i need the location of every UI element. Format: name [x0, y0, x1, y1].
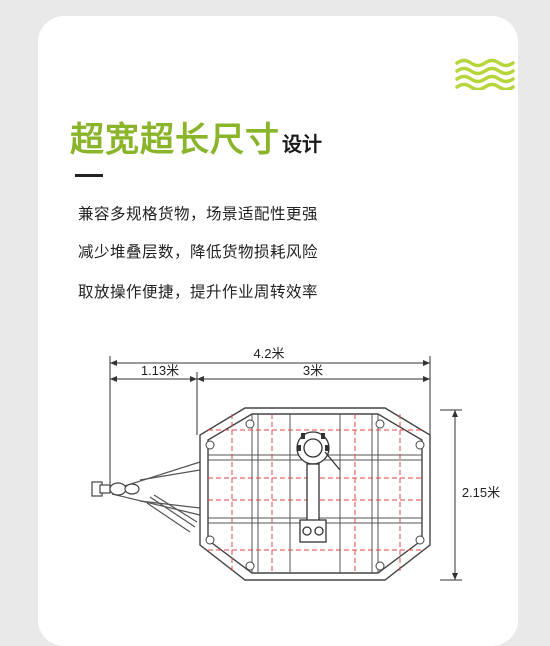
total-length-label: 4.2米	[253, 346, 284, 361]
hitch-ring-icon	[91, 481, 140, 497]
title-underline	[75, 174, 103, 177]
width-label: 2.15米	[462, 485, 500, 500]
steering-assembly	[296, 431, 341, 543]
dimension-arrows	[110, 360, 458, 580]
feature-line-1: 兼容多规格货物，场景适配性更强	[78, 205, 319, 223]
turntable-teeth	[297, 433, 329, 451]
dimension-lines	[109, 356, 462, 581]
section-title: 超宽超长尺寸 设计	[70, 112, 322, 161]
product-card	[38, 16, 518, 646]
hitch-length-label: 1.13米	[141, 363, 179, 378]
trailer-dimension-diagram: 4.2米 1.13米 3米 2.15米	[91, 346, 506, 581]
title-main: 超宽超长尺寸	[70, 120, 280, 160]
wave-decoration-icon	[455, 58, 515, 90]
bed-length-label: 3米	[303, 363, 323, 378]
bolt-holes	[205, 419, 425, 571]
title-sub: 设计	[282, 132, 322, 156]
feature-line-3: 取放操作便捷，提升作业周转效率	[78, 283, 319, 301]
feature-line-2: 减少堆叠层数，降低货物损耗风险	[78, 243, 319, 261]
drawbar	[111, 461, 201, 533]
